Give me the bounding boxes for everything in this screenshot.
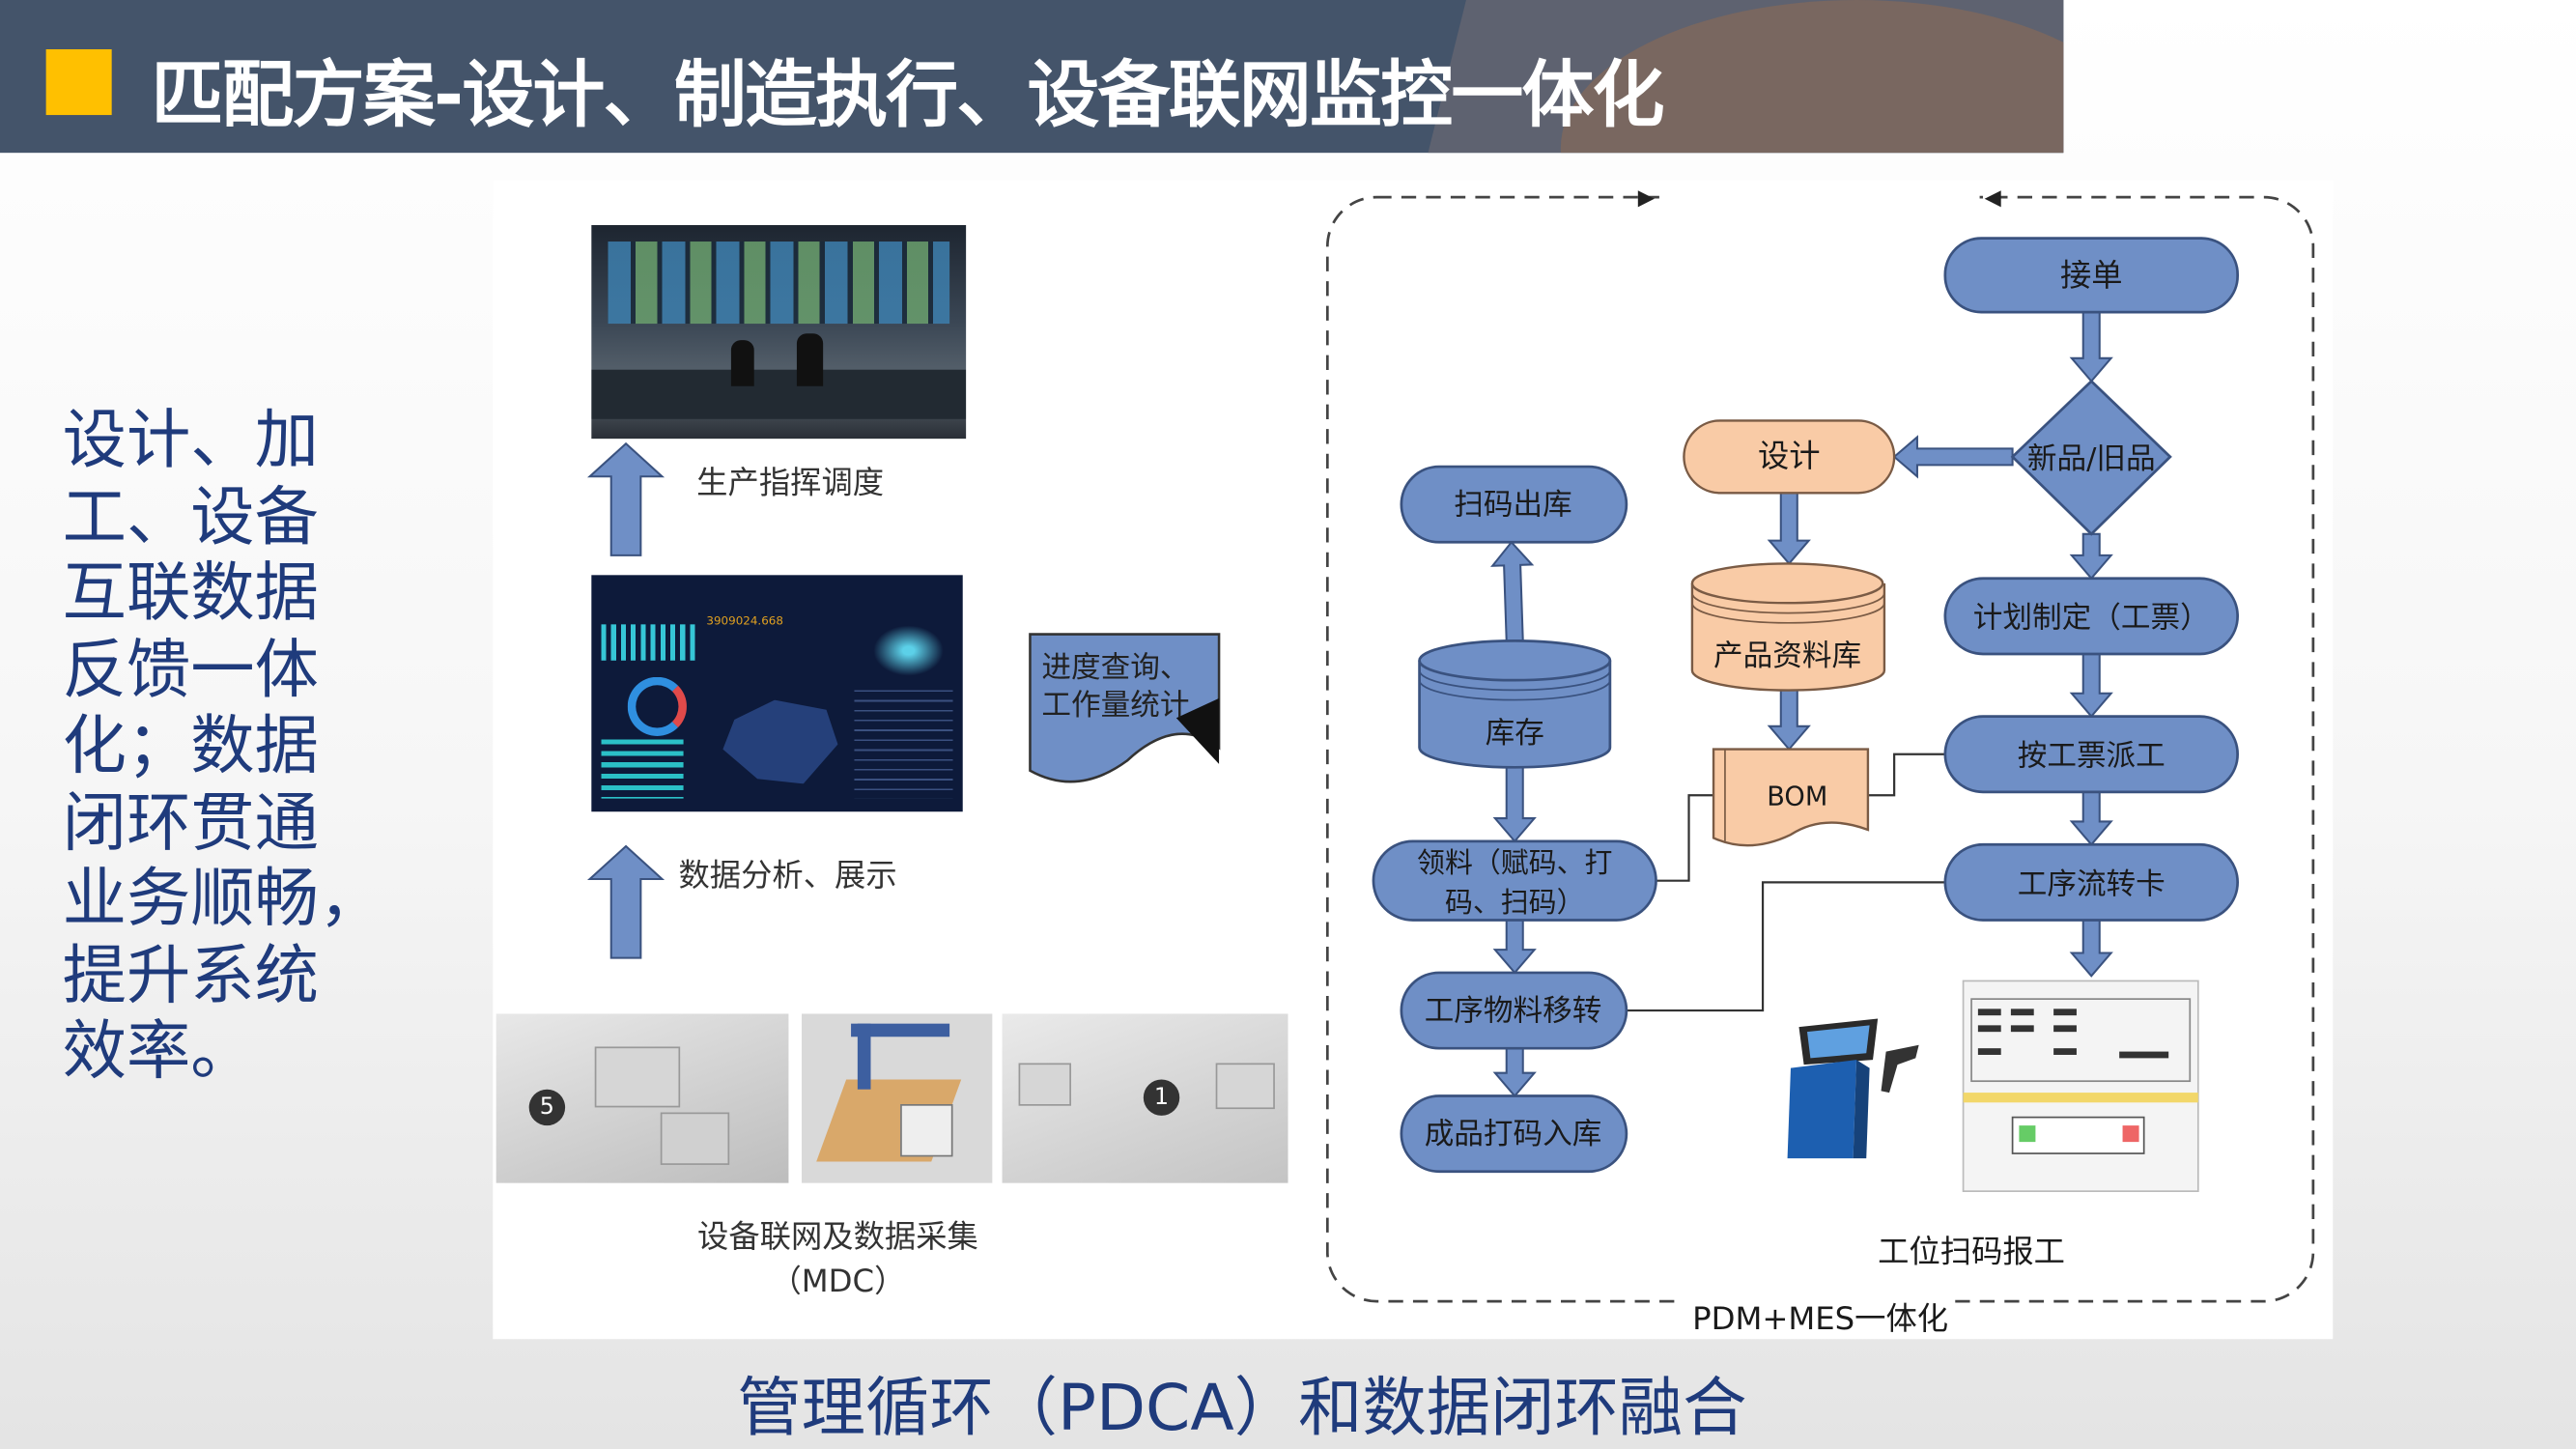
pdm-mes-label: PDM+MES一体化 [1692, 1300, 1948, 1337]
dashboard-image: 3909024.668 [591, 575, 963, 812]
svg-text:设计: 设计 [1758, 438, 1821, 474]
node-dispatch[interactable]: 按工票派工 [1943, 715, 2239, 794]
connector-line [1626, 881, 1945, 1012]
summary-line: 工、设备 [62, 480, 320, 555]
node-new-old-decision[interactable]: 新品/旧品 [2010, 379, 2172, 536]
flow-arrow-icon [2069, 919, 2113, 978]
machine-badge: 5 [528, 1089, 566, 1126]
loop-arrow-right-icon [1637, 190, 1655, 208]
control-room-image [591, 225, 967, 440]
accent-square-icon [45, 49, 112, 116]
summary-line: 闭环贯通 [62, 785, 320, 861]
summary-line: 效率。 [62, 1015, 255, 1090]
svg-text:接单: 接单 [2060, 257, 2123, 294]
summary-text: 设计、加 工、设备 互联数据 反馈一体 化；数据 闭环贯通 业务顺畅， 提升系统… [62, 404, 383, 1092]
flow-arrow-icon [586, 844, 665, 959]
mdc-caption-line2: （MDC） [770, 1263, 906, 1300]
node-inventory[interactable]: 库存 [1418, 639, 1612, 769]
document-icon [1029, 633, 1221, 783]
node-plan[interactable]: 计划制定（工票） [1943, 577, 2239, 656]
machine-badge: 1 [1143, 1079, 1180, 1116]
flow-arrow-icon [586, 441, 665, 556]
svg-text:产品资料库: 产品资料库 [1713, 639, 1861, 673]
mdc-caption: 设备联网及数据采集 （MDC） [690, 1212, 985, 1301]
flow-arrow-icon [1767, 492, 1811, 565]
svg-text:领料（赋码、打: 领料（赋码、打 [1417, 846, 1612, 879]
svg-text:库存: 库存 [1486, 717, 1544, 751]
dashboard-value: 3909024.668 [706, 614, 783, 628]
flow-arrow-icon [1767, 689, 1811, 752]
doc-line: 进度查询、 [1041, 650, 1190, 686]
summary-line: 化；数据 [62, 709, 320, 784]
flow-arrow-icon [1492, 766, 1537, 843]
node-route-card[interactable]: 工序流转卡 [1943, 842, 2239, 922]
analysis-label: 数据分析、展示 [678, 857, 897, 895]
summary-line: 提升系统 [62, 939, 320, 1013]
flow-arrow-icon [1492, 919, 1537, 975]
doc-line: 工作量统计 [1041, 688, 1190, 724]
header-bar: 匹配方案-设计、制造执行、设备联网监控一体化 [0, 0, 2064, 154]
flow-arrow-icon [1492, 1047, 1537, 1098]
node-design[interactable]: 设计 [1683, 419, 1896, 495]
flow-arrow-icon [2069, 790, 2113, 846]
machine-image-2 [802, 1013, 993, 1183]
summary-line: 互联数据 [62, 556, 320, 632]
svg-text:成品打码入库: 成品打码入库 [1425, 1118, 1602, 1151]
flow-arrow-icon [1490, 540, 1535, 642]
summary-line: 设计、加 [62, 404, 320, 478]
node-finished-storage[interactable]: 成品打码入库 [1400, 1094, 1628, 1174]
svg-text:扫码出库: 扫码出库 [1454, 488, 1571, 522]
node-material-move[interactable]: 工序物料移转 [1400, 971, 1628, 1050]
node-bom[interactable]: BOM [1712, 748, 1870, 847]
svg-text:按工票派工: 按工票派工 [2018, 740, 2166, 774]
connector-line [1656, 794, 1714, 882]
flow-arrow-icon [2069, 532, 2113, 581]
node-scan-out[interactable]: 扫码出库 [1400, 465, 1628, 544]
connector-line [1867, 753, 1945, 797]
node-product-database[interactable]: 产品资料库 [1690, 562, 1886, 692]
svg-text:新品/旧品: 新品/旧品 [2027, 442, 2156, 476]
flow-arrow-icon [1892, 435, 2014, 479]
svg-text:工序流转卡: 工序流转卡 [2018, 867, 2166, 901]
summary-line: 业务顺畅， [62, 862, 383, 937]
progress-doc-shape: 进度查询、 工作量统计 [1029, 633, 1221, 783]
station-scan-label: 工位扫码报工 [1878, 1233, 2065, 1269]
page-title: 匹配方案-设计、制造执行、设备联网监控一体化 [151, 54, 1664, 138]
node-material-pick[interactable]: 领料（赋码、打码、扫码） [1372, 839, 1657, 922]
summary-line: 反馈一体 [62, 633, 320, 708]
kiosk-scanner-icon [1787, 1018, 1919, 1159]
node-receive-order[interactable]: 接单 [1943, 237, 2239, 314]
flow-arrow-icon [2069, 311, 2113, 384]
flow-arrow-icon [2069, 652, 2113, 719]
svg-text:BOM: BOM [1767, 781, 1827, 811]
bottom-caption: 管理循环（PDCA）和数据闭环融合 [737, 1372, 1747, 1446]
station-report-screenshot [1962, 980, 2199, 1193]
loop-arrow-left-icon [1984, 190, 2001, 208]
machine-image-1: 5 [495, 1013, 789, 1183]
machine-image-3: 1 [1002, 1013, 1288, 1183]
svg-text:计划制定（工票）: 计划制定（工票） [1973, 602, 2210, 636]
svg-text:工序物料移转: 工序物料移转 [1425, 994, 1602, 1028]
mdc-caption-line1: 设备联网及数据采集 [697, 1219, 978, 1256]
command-label: 生产指挥调度 [696, 465, 885, 501]
svg-text:码、扫码）: 码、扫码） [1445, 886, 1585, 919]
